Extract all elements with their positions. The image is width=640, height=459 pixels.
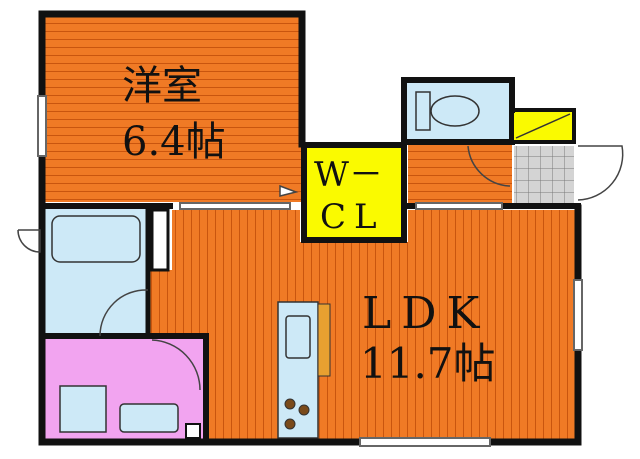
kitchen-sink-icon (285, 315, 311, 359)
stove-burner-icon (284, 418, 296, 430)
toilet-bowl-icon (430, 95, 480, 127)
washbasin-icon (119, 403, 179, 433)
small-box (185, 423, 201, 439)
stove-burner-icon (298, 404, 310, 416)
hall-floor (408, 145, 512, 205)
ldk-name: LDK (362, 288, 490, 339)
stove-burner-icon (284, 398, 296, 410)
ldk-size: 11.7帖 (360, 339, 496, 388)
windows (37, 95, 583, 447)
closet-label-line2: CL (320, 197, 385, 237)
shoe-storage (510, 108, 576, 144)
washing-machine-icon (59, 385, 107, 433)
western-room-size: 6.4帖 (122, 119, 226, 165)
bath-partition (150, 208, 170, 272)
kitchen-cabinet (317, 303, 331, 377)
storage-diagonal (515, 113, 571, 139)
walk-in-closet (301, 142, 407, 243)
western-room-name: 洋室 (122, 63, 202, 109)
ldk-floor (150, 210, 576, 442)
toilet-tank (415, 91, 431, 131)
western-room-floor (44, 16, 302, 202)
closet-label-line1: W－ (314, 155, 383, 195)
genkan-tile (514, 146, 574, 204)
bathtub-icon (51, 215, 141, 263)
doors (17, 145, 624, 391)
